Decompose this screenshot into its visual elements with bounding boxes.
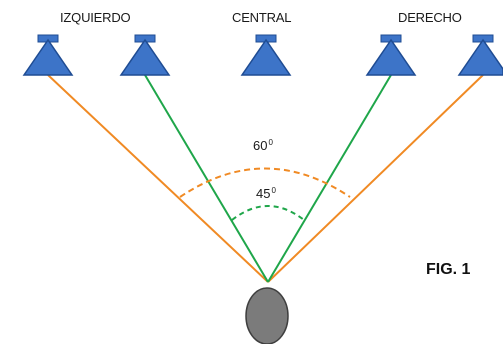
inner-angle-unit: 0 bbox=[271, 186, 276, 195]
label-left: IZQUIERDO bbox=[60, 10, 131, 25]
outer-left-line bbox=[47, 74, 269, 283]
inner-right-line bbox=[267, 74, 392, 283]
inner-angle-label: 450 bbox=[256, 186, 276, 201]
speaker-left-outer-icon bbox=[22, 34, 74, 76]
outer-angle-label: 600 bbox=[253, 138, 273, 153]
figure-label: FIG. 1 bbox=[426, 261, 471, 278]
speaker-right-inner-icon bbox=[365, 34, 417, 76]
outer-angle-arc bbox=[179, 167, 351, 198]
label-right: DERECHO bbox=[398, 10, 462, 25]
listener-head-icon bbox=[245, 287, 289, 344]
inner-angle-arc bbox=[231, 205, 305, 221]
speaker-right-outer-icon bbox=[457, 34, 503, 76]
outer-angle-value: 60 bbox=[253, 138, 268, 153]
outer-angle-unit: 0 bbox=[268, 138, 273, 147]
inner-angle-value: 45 bbox=[256, 186, 271, 201]
label-center: CENTRAL bbox=[232, 10, 292, 25]
inner-left-line bbox=[144, 74, 269, 283]
speaker-center-icon bbox=[240, 34, 292, 76]
outer-right-line bbox=[267, 74, 484, 283]
speaker-left-inner-icon bbox=[119, 34, 171, 76]
